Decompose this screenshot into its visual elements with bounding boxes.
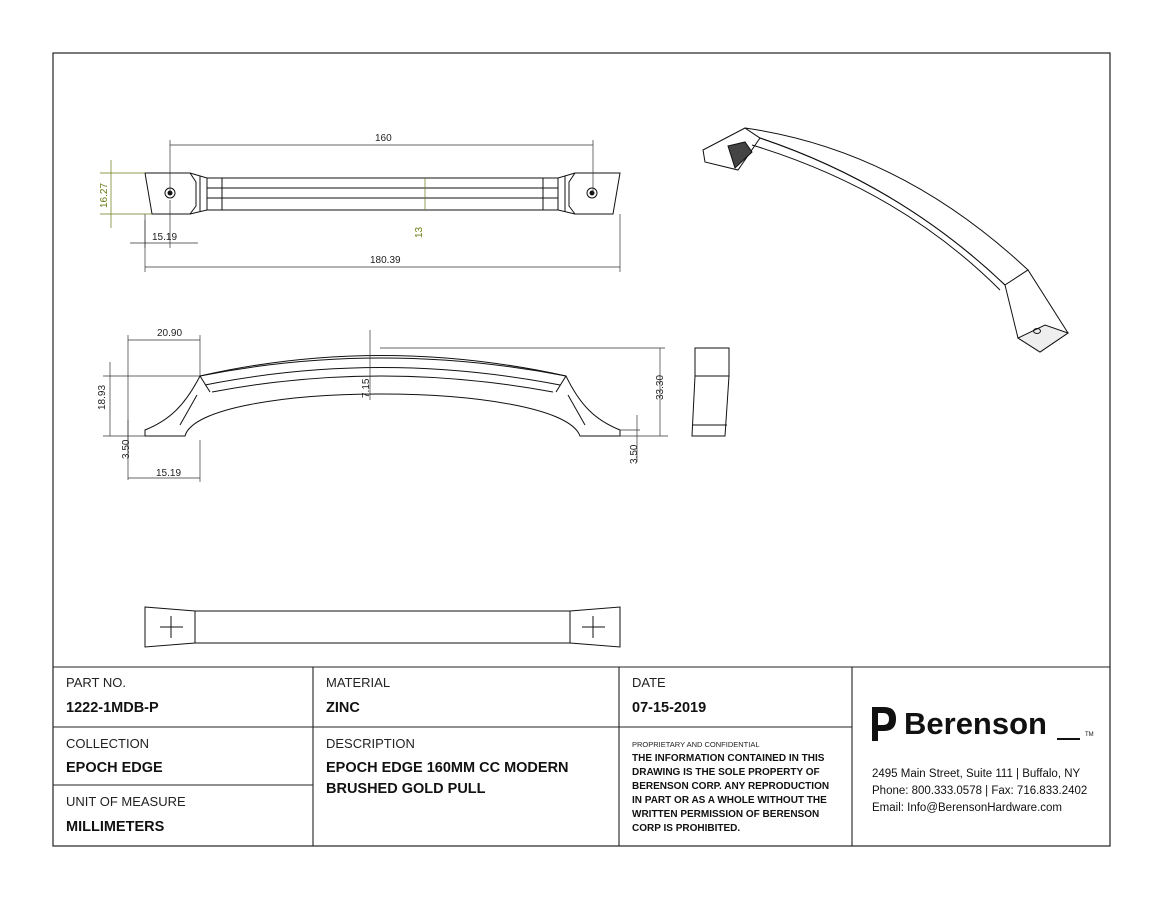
dim-end-length: 20.90 (157, 328, 182, 339)
notice-line-1: THE INFORMATION CONTAINED IN THIS (632, 753, 825, 764)
dim-bottom-offset: 15.19 (156, 468, 181, 479)
end-view (691, 347, 730, 437)
unit-value: MILLIMETERS (66, 819, 165, 835)
proprietary-label: PROPRIETARY AND CONFIDENTIAL (632, 740, 760, 749)
description-label: DESCRIPTION (326, 736, 415, 751)
date-value: 07-15-2019 (632, 700, 706, 716)
isometric-view (702, 127, 1070, 353)
notice-line-3: BERENSON CORP. ANY REPRODUCTION (632, 781, 829, 792)
unit-label: UNIT OF MEASURE (66, 794, 186, 809)
dim-bar-width: 13 (414, 226, 425, 238)
date-label: DATE (632, 675, 666, 690)
notice-line-6: CORP IS PROHIBITED. (632, 823, 740, 834)
title-block-grid (53, 666, 1110, 846)
collection-label: COLLECTION (66, 736, 149, 751)
company-name: Berenson (904, 706, 1047, 741)
dim-overall-height: 33.30 (655, 375, 666, 400)
company-phone-fax: Phone: 800.333.0578 | Fax: 716.833.2402 (872, 785, 1087, 797)
dim-foot-left: 3.50 (121, 439, 132, 459)
dim-foot-right: 3.50 (629, 444, 640, 464)
dim-height: 16.27 (99, 183, 110, 208)
sheet-border (52, 52, 1111, 847)
berenson-logo: Berenson TM (872, 706, 1094, 741)
side-view (144, 355, 621, 437)
collection-value: EPOCH EDGE (66, 760, 163, 776)
dim-end-height: 18.93 (97, 385, 108, 410)
dim-overall-length: 180.39 (370, 255, 401, 266)
side-view-dimensions (103, 330, 668, 482)
description-line-2: BRUSHED GOLD PULL (326, 781, 486, 797)
dim-arch-thickness: 7.15 (361, 378, 372, 398)
top-view (144, 172, 621, 215)
dim-end-offset: 15.19 (152, 232, 177, 243)
trademark: TM (1085, 732, 1094, 738)
company-address: 2495 Main Street, Suite 111 | Buffalo, N… (872, 768, 1081, 780)
dim-center-to-center: 160 (375, 133, 392, 144)
logo-mark-icon (872, 707, 896, 741)
notice-line-4: IN PART OR AS A WHOLE WITHOUT THE (632, 795, 827, 806)
material-label: MATERIAL (326, 675, 390, 690)
bottom-view (144, 606, 621, 648)
part-no-label: PART NO. (66, 675, 126, 690)
notice-line-5: WRITTEN PERMISSION OF BERENSON (632, 809, 819, 820)
part-no-value: 1222-1MDB-P (66, 700, 159, 716)
company-email: Email: Info@BerensonHardware.com (872, 802, 1062, 814)
top-view-dimensions (100, 140, 621, 272)
material-value: ZINC (326, 700, 360, 716)
notice-line-2: DRAWING IS THE SOLE PROPERTY OF (632, 767, 820, 778)
description-line-1: EPOCH EDGE 160MM CC MODERN (326, 760, 569, 776)
